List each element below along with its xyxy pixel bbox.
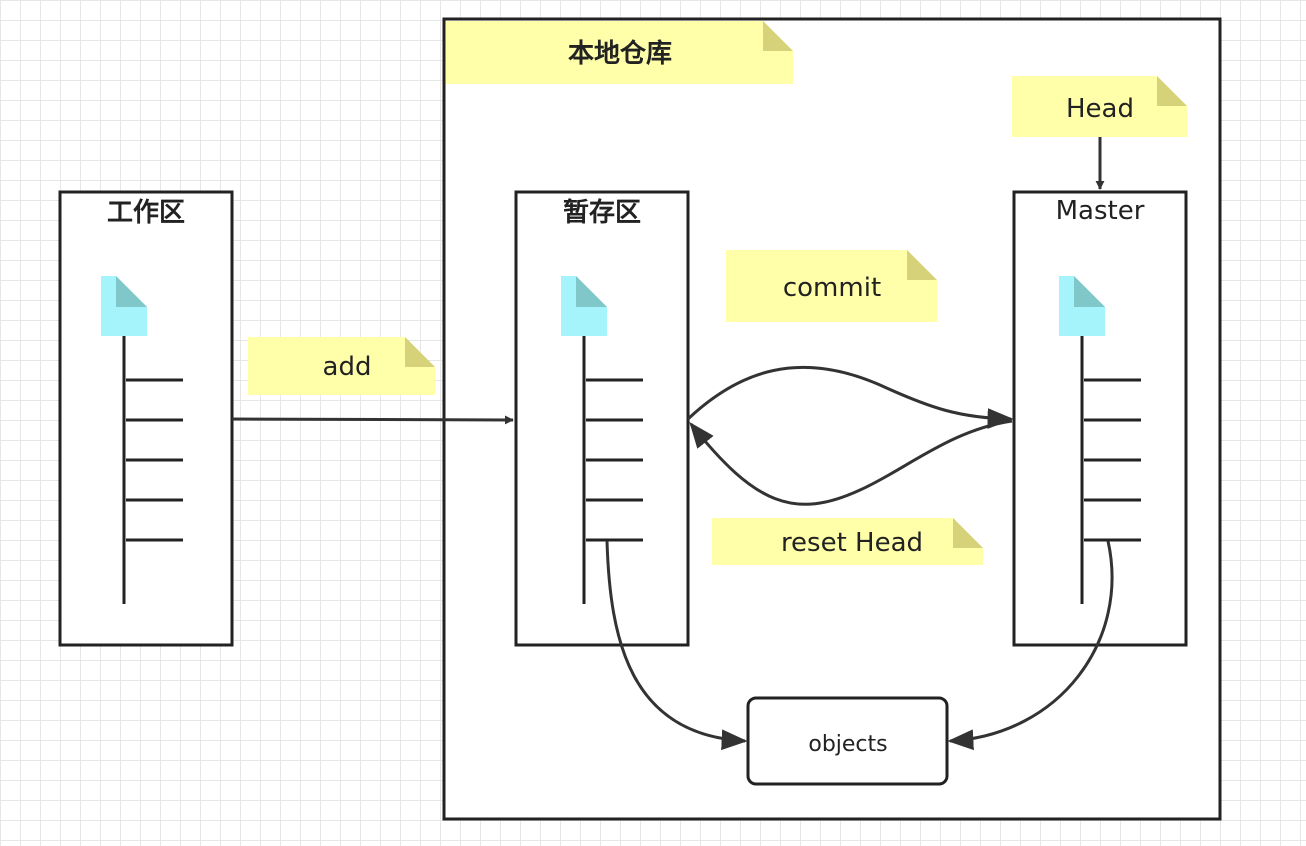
reset-head-label: reset Head	[781, 528, 923, 558]
head-label: Head	[1066, 94, 1134, 124]
file-icon	[1059, 276, 1105, 336]
file-icon	[101, 276, 147, 336]
objects-label: objects	[808, 732, 887, 757]
staging-column: 暂存区	[514, 190, 690, 647]
add-label: add	[323, 352, 372, 382]
staging-to-objects-arrow	[605, 540, 748, 751]
master-column: Master	[1012, 190, 1188, 647]
staging-title: 暂存区	[563, 197, 641, 228]
add-note: add	[248, 337, 435, 395]
master-title: Master	[1056, 196, 1145, 226]
commit-note: commit	[726, 250, 937, 322]
commit-label: commit	[783, 273, 881, 303]
file-icon	[561, 276, 607, 336]
objects-box: objects	[746, 696, 949, 786]
repo-title: 本地仓库	[568, 38, 672, 69]
commit-arrow	[686, 365, 1014, 429]
master-to-objects-arrow	[947, 540, 1114, 751]
reset-head-note: reset Head	[712, 518, 983, 565]
workspace-title: 工作区	[107, 198, 185, 228]
head-note: Head	[1012, 76, 1187, 137]
repo-title-note: 本地仓库	[446, 21, 793, 84]
add-arrow	[231, 415, 514, 425]
reset-head-arrow	[689, 419, 1013, 506]
master-frame	[1012, 190, 1188, 647]
workspace-column: 工作区	[58, 190, 234, 647]
